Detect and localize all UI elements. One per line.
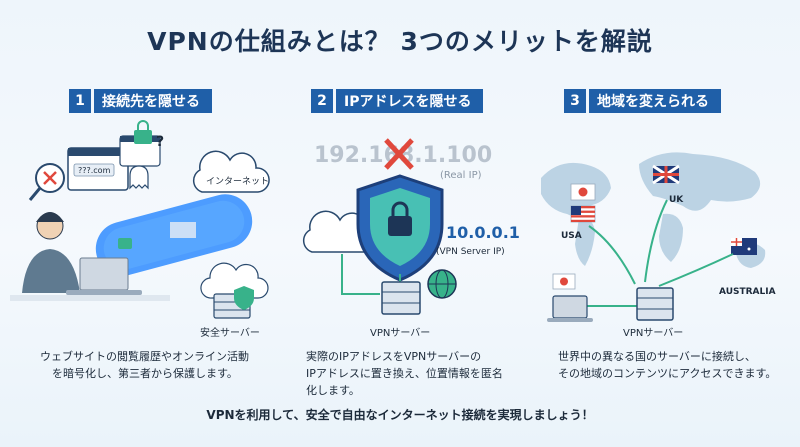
description-line: を暗号化し、第三者から保護します。: [52, 367, 238, 380]
section-2-description: 実際のIPアドレスをVPNサーバーの IPアドレスに置き換え、位置情報を匿名 化…: [306, 348, 526, 399]
desk: [10, 295, 170, 301]
arrow-icon: [587, 199, 734, 307]
section-2-number: 2: [311, 89, 333, 113]
description-line: 実際のIPアドレスをVPNサーバーの: [306, 350, 482, 363]
region-australia: AUSTRALIA: [719, 287, 776, 297]
description-line: IPアドレスに置き換え、位置情報を匿名: [306, 367, 503, 380]
description-line: 世界中の異なる国のサーバーに接続し、: [558, 350, 756, 363]
internet-label: インターネット: [206, 176, 269, 187]
server-icon: [636, 287, 674, 321]
section-3-description: 世界中の異なる国のサーバーに接続し、 その地域のコンテンツにアクセスできます。: [558, 348, 798, 382]
page-title: VPNの仕組みとは？ 3つのメリットを解説: [147, 27, 653, 56]
section-1-description: ウェブサイトの閲覧履歴やオンライン活動 を暗号化し、第三者から保護します。: [40, 348, 270, 382]
cloud-icon: [192, 150, 270, 193]
person-icon: [22, 212, 80, 293]
magnifier-icon: [28, 163, 65, 201]
cross-mark-icon: [384, 138, 414, 170]
server-label: VPNサーバー: [623, 327, 683, 339]
flag-japan-icon: [552, 273, 576, 290]
description-line: 化します。: [306, 384, 360, 397]
panel-2-illustration: 192.168.1.100 (Real IP) 10.0.0.1 (VPN Se…: [302, 138, 520, 339]
flag-usa-icon: [570, 205, 596, 223]
description-line: その地域のコンテンツにアクセスできます。: [558, 367, 777, 380]
region-usa: USA: [561, 231, 582, 241]
section-1-badge: 1 接続先を隠せる: [69, 89, 212, 113]
padlock-icon: [388, 201, 412, 236]
region-uk: UK: [669, 195, 684, 205]
server-label: 安全サーバー: [200, 326, 260, 339]
section-1-number: 1: [69, 89, 91, 113]
shield-icon: [234, 286, 254, 310]
ghost-icon: [129, 165, 149, 190]
arrow-icon: [341, 254, 380, 295]
vpn-tunnel: [95, 194, 253, 276]
question-mark: ?: [156, 134, 164, 150]
panel-3-illustration: USA UK AUSTRALIA VPNサーバー: [541, 152, 776, 339]
section-3-heading: 地域を変えられる: [589, 89, 721, 113]
server-label: VPNサーバー: [370, 327, 430, 339]
section-2-badge: 2 IPアドレスを隠せる: [311, 89, 484, 113]
section-3-number: 3: [564, 89, 586, 113]
flag-japan-icon: [570, 183, 596, 201]
globe-icon: [427, 269, 457, 299]
real-ip-label: (Real IP): [440, 170, 482, 181]
section-3-badge: 3 地域を変えられる: [564, 89, 721, 113]
panel-1-illustration: ???.com ? インターネット: [10, 120, 270, 339]
laptop-icon: [547, 295, 593, 322]
vpn-ip-label: (VPN Server IP): [436, 247, 505, 257]
padlock-icon: [134, 120, 152, 144]
laptop-icon: [66, 257, 142, 295]
section-2-heading: IPアドレスを隠せる: [336, 89, 484, 113]
server-icon: [381, 281, 421, 315]
url-text: ???.com: [78, 166, 111, 175]
browser-window-icon: ???.com: [67, 147, 129, 191]
tunnel-lock-icon: [118, 238, 132, 249]
vpn-ip-text: 10.0.0.1: [446, 223, 520, 242]
description-line: ウェブサイトの閲覧履歴やオンライン活動: [40, 350, 249, 363]
flag-australia-icon: [731, 238, 757, 255]
section-1-heading: 接続先を隠せる: [94, 89, 212, 113]
footer-text: VPNを利用して、安全で自由なインターネット接続を実現しましょう！: [206, 408, 594, 422]
flag-uk-icon: [652, 164, 680, 185]
